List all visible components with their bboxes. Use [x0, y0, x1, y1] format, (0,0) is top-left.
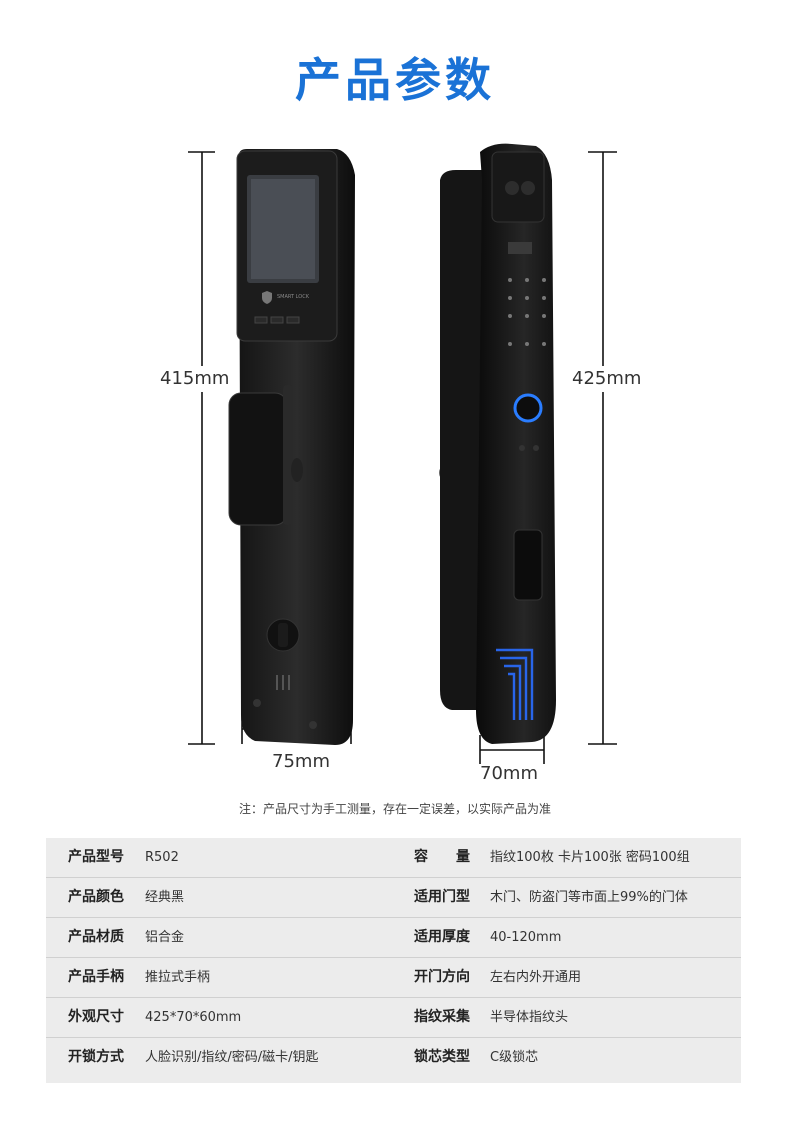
spec-label: 产品手柄 [68, 969, 124, 985]
spec-label: 产品型号 [68, 849, 124, 865]
spec-value: 推拉式手柄 [145, 970, 211, 985]
measurement-note: 注：产品尺寸为手工测量，存在一定误差，以实际产品为准 [238, 802, 551, 816]
spec-label: 产品材质 [68, 929, 124, 945]
spec-label: 外观尺寸 [68, 1009, 124, 1025]
spec-value: 铝合金 [145, 930, 185, 945]
table-row: 产品型号 R502 容 量 指纹100枚 卡片100张 密码100组 [46, 838, 741, 878]
spec-value: C级锁芯 [490, 1050, 539, 1065]
table-row: 外观尺寸 425*70*60mm 指纹采集 半导体指纹头 [46, 998, 741, 1038]
table-row: 产品手柄 推拉式手柄 开门方向 左右内外开通用 [46, 958, 741, 998]
spec-value: 经典黑 [145, 890, 185, 905]
front-height-label: 415mm [160, 368, 230, 389]
spec-table: 产品型号 R502 容 量 指纹100枚 卡片100张 密码100组 产品颜色 … [46, 838, 741, 1083]
spec-value: 425*70*60mm [145, 1010, 242, 1025]
page-title: 产品参数 [295, 53, 495, 107]
lock-front-view: SMART LOCK [228, 149, 355, 745]
spec-value: 指纹100枚 卡片100张 密码100组 [490, 850, 690, 865]
side-height-label: 425mm [572, 368, 642, 389]
brand-text: SMART LOCK [277, 294, 310, 300]
spec-value: 40-120mm [490, 930, 562, 945]
lock-side-view [440, 143, 556, 744]
spec-label: 适用门型 [414, 889, 470, 905]
spec-label: 产品颜色 [68, 889, 124, 905]
spec-label: 开锁方式 [68, 1049, 124, 1065]
table-row: 产品颜色 经典黑 适用门型 木门、防盗门等市面上99%的门体 [46, 878, 741, 918]
spec-value: 人脸识别/指纹/密码/磁卡/钥匙 [145, 1050, 319, 1065]
side-width-label: 70mm [480, 763, 538, 784]
table-row: 产品材质 铝合金 适用厚度 40-120mm [46, 918, 741, 958]
dimension-lines [188, 151, 617, 764]
spec-value: 半导体指纹头 [490, 1010, 569, 1025]
spec-value: R502 [145, 850, 179, 865]
spec-label: 容 量 [414, 849, 470, 865]
spec-value: 木门、防盗门等市面上99%的门体 [490, 890, 688, 905]
table-row: 开锁方式 人脸识别/指纹/密码/磁卡/钥匙 锁芯类型 C级锁芯 [46, 1038, 741, 1077]
spec-label: 指纹采集 [414, 1009, 470, 1025]
spec-label: 锁芯类型 [414, 1049, 470, 1065]
front-width-label: 75mm [272, 751, 330, 772]
spec-label: 开门方向 [414, 969, 470, 985]
spec-label: 适用厚度 [414, 929, 470, 945]
spec-value: 左右内外开通用 [490, 970, 582, 985]
